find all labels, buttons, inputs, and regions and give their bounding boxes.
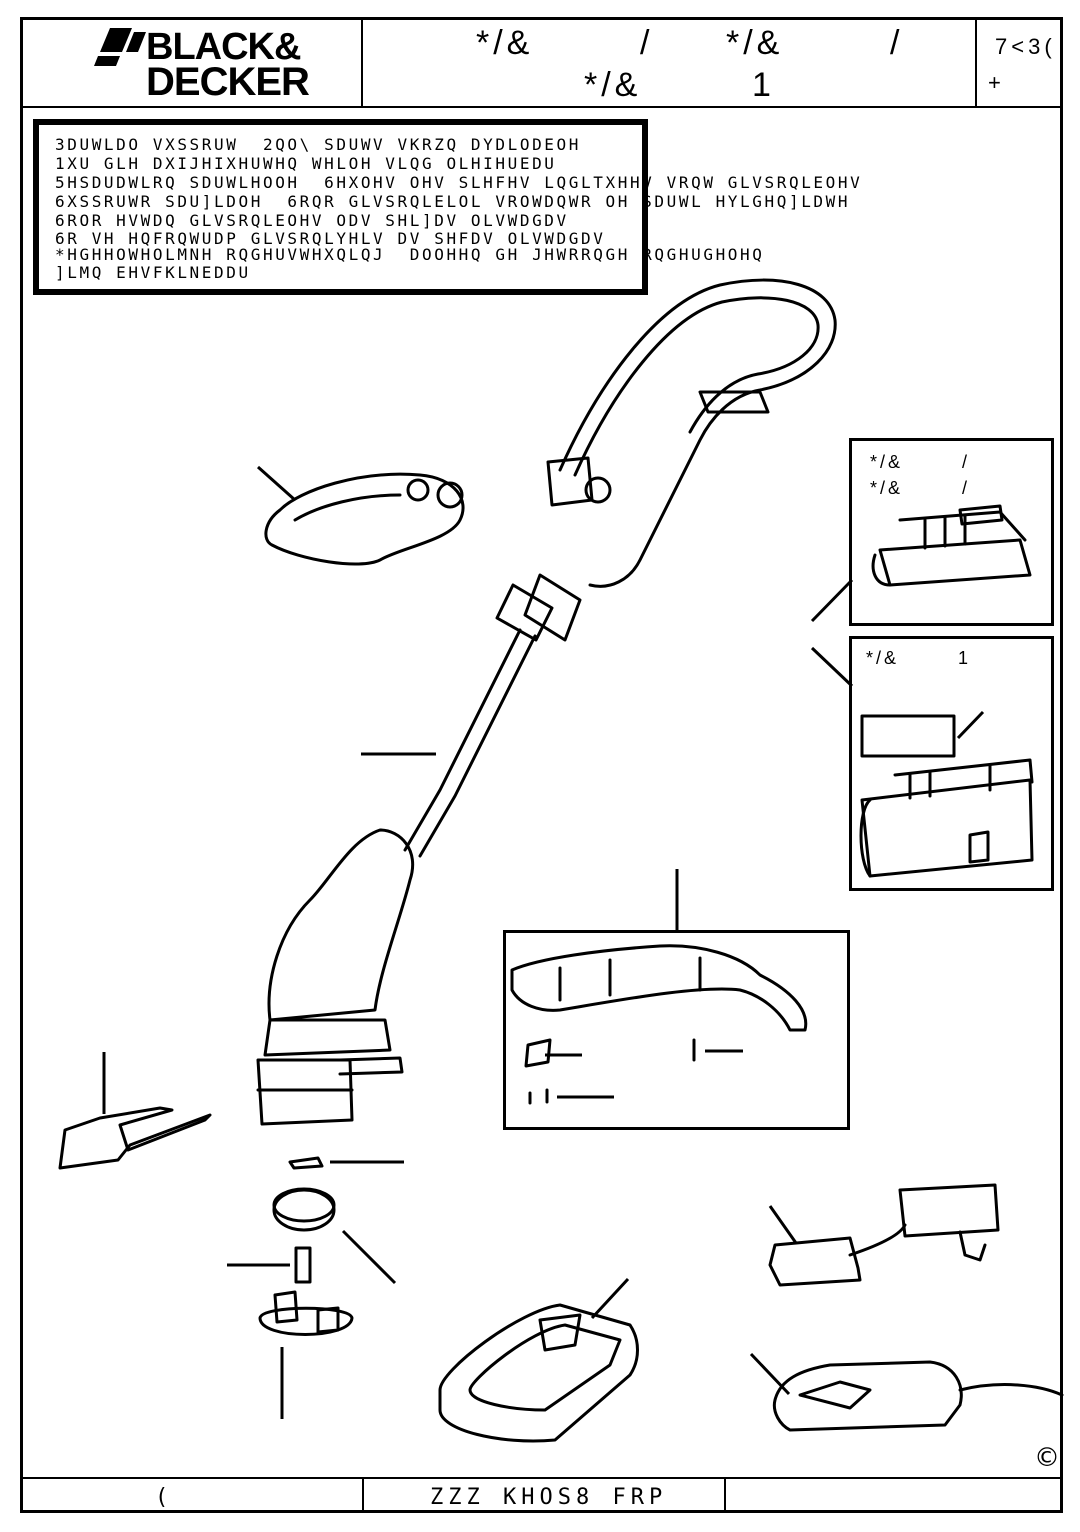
main-handle-illustration bbox=[523, 278, 837, 642]
notice-line-8: ]LMQ EHVFKLNEDDU bbox=[55, 263, 251, 282]
notice-line-3: 5HSDUDWLRQ SDUWLHOOH 6HXOHV OHV SLHFHV L… bbox=[55, 173, 863, 192]
model-title-1b: / bbox=[640, 24, 654, 62]
shaft-illustration bbox=[403, 583, 554, 858]
brand-name-top: BLACK& bbox=[146, 26, 301, 68]
model-title-2b: 1 bbox=[752, 66, 775, 104]
footer-divider-right bbox=[724, 1477, 726, 1513]
leader-lines bbox=[102, 465, 985, 1419]
nimh-label-a: */& bbox=[866, 648, 900, 668]
battery-label-1b: / bbox=[962, 452, 971, 472]
footer-rule bbox=[20, 1477, 1063, 1479]
plug-adapter-illustration bbox=[768, 1183, 1000, 1287]
brand-logo: BLACK& DECKER bbox=[88, 26, 310, 102]
brand-hexagon-icon bbox=[94, 28, 146, 66]
type-label: 7<3( bbox=[995, 34, 1056, 59]
nimh-battery-box bbox=[849, 636, 1054, 891]
charger-base-illustration bbox=[438, 1303, 639, 1443]
footer-divider-left bbox=[362, 1477, 364, 1513]
edge-guide-illustration bbox=[58, 1106, 212, 1170]
brand-name-bottom: DECKER bbox=[146, 60, 310, 104]
battery-label-1a: */& bbox=[870, 452, 904, 472]
model-title-1c: */& bbox=[726, 24, 784, 62]
notice-line-4: 6XSSRUWR SDU]LDOH 6RQR GLVSRQLELOL VROWD… bbox=[55, 192, 851, 211]
header-divider-right bbox=[975, 17, 977, 107]
battery-label-2a: */& bbox=[870, 478, 904, 498]
model-title-1d: / bbox=[890, 24, 904, 62]
battery-label-2b: / bbox=[962, 478, 971, 498]
motor-housing-illustration bbox=[256, 828, 415, 1126]
page-frame bbox=[20, 17, 1063, 1513]
lithium-battery-illustration bbox=[871, 504, 1032, 587]
nimh-label-b: 1 bbox=[958, 648, 972, 668]
notice-line-5: 6ROR HVWDQ GLVSRQLEOHV ODV SHL]DV OLVWDG… bbox=[55, 211, 569, 230]
notice-line-2: 1XU GLH DXIJHIXHUWHQ WHLOH VLQG OLHIHUED… bbox=[55, 154, 557, 173]
auxiliary-handle-illustration bbox=[264, 472, 465, 566]
model-title-1a: */& bbox=[476, 24, 534, 62]
nimh-battery-illustration bbox=[859, 714, 1034, 878]
notice-line-1: 3DUWLDO VXSSRUW 2QO\ SDUWV VKRZQ DYDLODE… bbox=[55, 135, 582, 154]
notice-line-7: *HGHHOWHOLMNH RQGHUVWHXQLQJ DOOHHQ GH JH… bbox=[55, 245, 765, 264]
type-value: + bbox=[988, 70, 1005, 95]
footer-website-link[interactable]: ZZZ KHOS8 FRP bbox=[430, 1485, 668, 1510]
charger-cradle-illustration bbox=[772, 1360, 1064, 1432]
footer-left-code: ( bbox=[155, 1485, 174, 1510]
partial-support-notice bbox=[33, 119, 648, 295]
model-title-2a: */& bbox=[584, 66, 642, 104]
copyright-symbol: © bbox=[1034, 1443, 1060, 1473]
header-rule bbox=[20, 106, 1063, 108]
guard-illustration bbox=[510, 944, 808, 1032]
notice-line-6: 6R VH HQFRQWUDP GLVSRQLYHLV DV SHFDV OLV… bbox=[55, 229, 606, 248]
header-divider-left bbox=[361, 17, 363, 107]
